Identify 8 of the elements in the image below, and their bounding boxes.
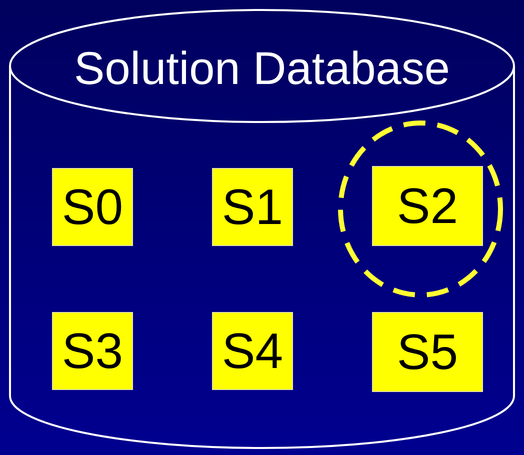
solution-box: S1 <box>212 168 293 246</box>
solution-box: S0 <box>52 168 133 246</box>
solution-box: S5 <box>372 312 483 392</box>
solution-box: S2 <box>372 166 483 246</box>
solution-box: S4 <box>212 312 293 390</box>
database-title: Solution Database <box>74 41 450 95</box>
solution-box: S3 <box>52 312 133 390</box>
database-cylinder <box>8 6 516 452</box>
